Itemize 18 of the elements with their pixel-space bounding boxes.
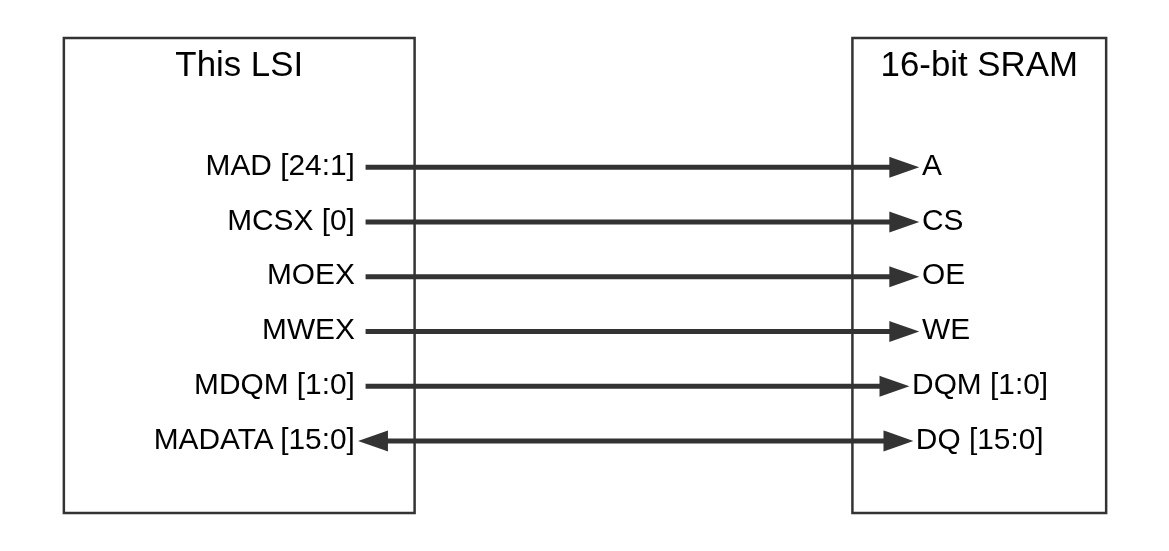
node-text: OE xyxy=(921,257,965,291)
node-text: DQM [1:0] xyxy=(911,366,1048,400)
arrow xyxy=(365,321,919,342)
arrow xyxy=(365,375,909,397)
node-text: DQ [15:0] xyxy=(915,421,1044,455)
arrow xyxy=(365,156,919,178)
node-text: MOEX xyxy=(266,257,355,291)
arrow xyxy=(365,211,919,233)
node-text: MWEX xyxy=(261,312,355,346)
node-text: CS xyxy=(921,202,964,236)
node-text: A xyxy=(921,148,942,181)
node-text: MADATA [15:0] xyxy=(153,421,355,455)
node-text: MAD [24:1] xyxy=(205,148,355,181)
node-text: WE xyxy=(921,312,970,346)
node-text: MDQM [1:0] xyxy=(193,366,355,400)
node-text: MCSX [0] xyxy=(226,202,355,236)
arrow xyxy=(357,430,913,452)
arrow xyxy=(365,266,919,288)
